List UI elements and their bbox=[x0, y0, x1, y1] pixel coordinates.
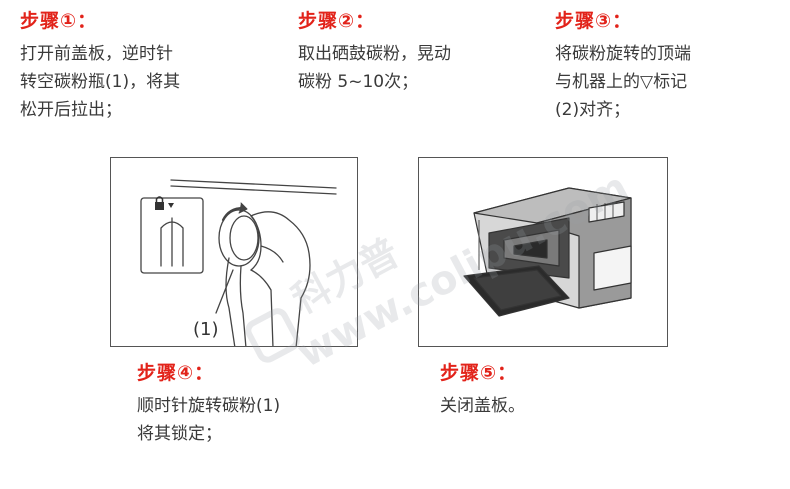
toner-rotation-illustration: (1) bbox=[110, 157, 358, 347]
step-1-line-2: 转空碳粉瓶(1)，将其 bbox=[20, 72, 181, 92]
lock-icon bbox=[155, 196, 174, 210]
bottle-callout-label: (1) bbox=[193, 319, 219, 340]
step-3-line-2: 与机器上的▽标记 bbox=[555, 72, 688, 92]
step-1-line-3: 松开后拉出； bbox=[20, 100, 122, 120]
toner-rotation-drawing: (1) bbox=[140, 179, 337, 346]
step-3-text: 将碳粉旋转的顶端 与机器上的▽标记 (2)对齐； bbox=[555, 40, 691, 124]
lock-panel bbox=[140, 197, 204, 274]
printer-drawing bbox=[463, 187, 632, 317]
step-1-text: 打开前盖板，逆时针 转空碳粉瓶(1)，将其 松开后拉出； bbox=[20, 40, 180, 124]
step-4-line-2: 将其锁定； bbox=[137, 424, 222, 444]
step-3-line-1: 将碳粉旋转的顶端 bbox=[555, 44, 691, 64]
step-1-title: 步骤①： bbox=[20, 10, 98, 32]
step-2-line-2: 碳粉 5~10次； bbox=[298, 72, 419, 92]
step-4: 步骤④： 顺时针旋转碳粉(1) 将其锁定； bbox=[137, 360, 280, 448]
step-1-line-1: 打开前盖板，逆时针 bbox=[20, 44, 173, 64]
step-5-title: 步骤⑤： bbox=[440, 362, 518, 384]
step-2-line-1: 取出硒鼓碳粉，晃动 bbox=[298, 44, 451, 64]
step-5-line-1: 关闭盖板。 bbox=[440, 396, 525, 416]
printer-open-cover-illustration bbox=[418, 157, 668, 347]
step-3-line-3: (2)对齐； bbox=[555, 100, 631, 120]
step-4-title: 步骤④： bbox=[137, 362, 215, 384]
step-3-title: 步骤③： bbox=[555, 10, 633, 32]
step-5: 步骤⑤： 关闭盖板。 bbox=[440, 360, 525, 420]
step-2: 步骤②： 取出硒鼓碳粉，晃动 碳粉 5~10次； bbox=[298, 8, 451, 96]
step-3: 步骤③： 将碳粉旋转的顶端 与机器上的▽标记 (2)对齐； bbox=[555, 8, 691, 124]
step-4-line-1: 顺时针旋转碳粉(1) bbox=[137, 396, 281, 416]
step-5-text: 关闭盖板。 bbox=[440, 392, 525, 420]
step-4-text: 顺时针旋转碳粉(1) 将其锁定； bbox=[137, 392, 280, 448]
step-2-title: 步骤②： bbox=[298, 10, 376, 32]
step-1: 步骤①： 打开前盖板，逆时针 转空碳粉瓶(1)，将其 松开后拉出； bbox=[20, 8, 180, 124]
step-2-text: 取出硒鼓碳粉，晃动 碳粉 5~10次； bbox=[298, 40, 451, 96]
